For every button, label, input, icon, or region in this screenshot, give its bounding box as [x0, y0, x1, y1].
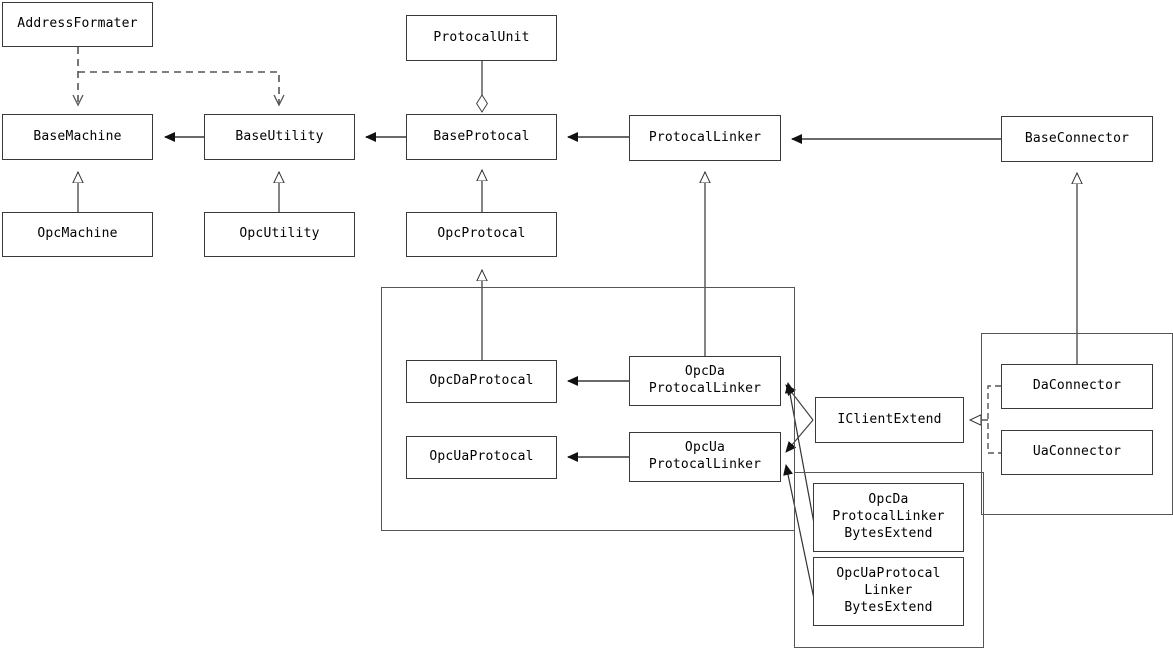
class-label: OpcMachine	[37, 226, 118, 242]
class-label: OpcUaProtocal Linker BytesExtend	[836, 566, 941, 615]
class-label: IClientExtend	[837, 411, 942, 427]
class-label: UaConnector	[1032, 444, 1122, 460]
class-protocal-linker[interactable]: ProtocalLinker	[629, 115, 781, 161]
class-opc-da-protocal[interactable]: OpcDaProtocal	[406, 360, 557, 403]
class-da-connector[interactable]: DaConnector	[1001, 364, 1153, 409]
class-opc-ua-protocal-linker-bytes-extend[interactable]: OpcUaProtocal Linker BytesExtend	[813, 557, 964, 626]
class-label: BaseProtocal	[433, 128, 530, 144]
class-label: OpcUtility	[239, 226, 320, 242]
class-opc-protocal[interactable]: OpcProtocal	[406, 212, 557, 257]
class-base-connector[interactable]: BaseConnector	[1001, 116, 1153, 162]
class-ua-connector[interactable]: UaConnector	[1001, 430, 1153, 475]
class-protocal-unit[interactable]: ProtocalUnit	[406, 15, 557, 61]
class-label: OpcDa ProtocalLinker	[648, 364, 762, 396]
class-label: ProtocalLinker	[648, 129, 762, 145]
class-label: OpcDa ProtocalLinker BytesExtend	[832, 492, 945, 541]
class-label: BaseUtility	[235, 128, 324, 144]
class-label: OpcDaProtocal	[429, 373, 534, 389]
connector-package-container	[981, 333, 1173, 515]
class-opc-ua-protocal[interactable]: OpcUaProtocal	[406, 436, 557, 479]
class-label: AddressFormater	[17, 16, 138, 32]
class-label: OpcProtocal	[437, 226, 526, 242]
class-label: BaseConnector	[1024, 130, 1130, 146]
protocal-package-container	[381, 287, 795, 531]
class-base-protocal[interactable]: BaseProtocal	[406, 114, 557, 160]
class-label: ProtocalUnit	[433, 29, 530, 45]
interface-iclient-extend[interactable]: IClientExtend	[815, 397, 964, 443]
class-address-formater[interactable]: AddressFormater	[2, 2, 153, 47]
class-opc-da-protocal-linker[interactable]: OpcDa ProtocalLinker	[629, 356, 781, 406]
class-base-utility[interactable]: BaseUtility	[204, 114, 355, 160]
class-opc-utility[interactable]: OpcUtility	[204, 212, 355, 257]
class-label: OpcUaProtocal	[429, 449, 534, 465]
class-opc-machine[interactable]: OpcMachine	[2, 212, 153, 257]
class-label: OpcUa ProtocalLinker	[648, 440, 762, 472]
class-opc-ua-protocal-linker[interactable]: OpcUa ProtocalLinker	[629, 432, 781, 482]
class-opc-da-protocal-linker-bytes-extend[interactable]: OpcDa ProtocalLinker BytesExtend	[813, 483, 964, 552]
class-label: DaConnector	[1032, 378, 1122, 394]
class-label: BaseMachine	[33, 128, 122, 144]
class-base-machine[interactable]: BaseMachine	[2, 114, 153, 160]
